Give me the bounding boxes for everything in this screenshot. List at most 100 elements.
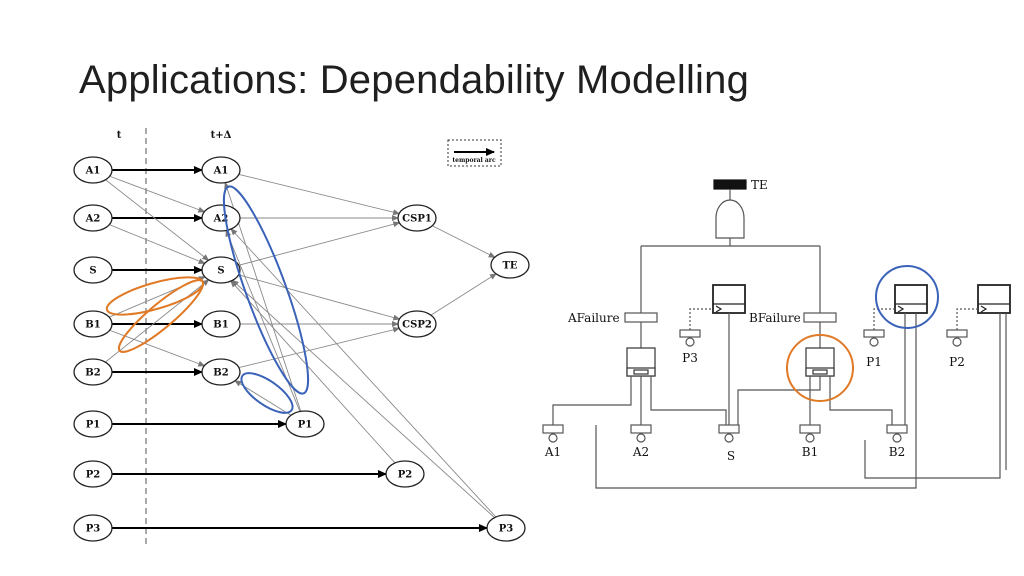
input-p1: P1 [863,329,885,369]
b-failure-label: BFailure [749,311,801,325]
input-p2: P2 [946,329,968,369]
orange-highlight-ellipse [117,279,205,353]
connector-line [595,313,917,489]
dynamic-fault-tree: TE AFailure BFailure [542,178,1011,489]
dependency-arc [432,225,496,258]
connector-line [829,376,893,425]
dependency-arc [109,175,206,213]
input-p2-label: P2 [949,355,965,369]
basic-event-a2-label: A2 [632,445,649,459]
node-t-a1-label: A1 [85,166,101,177]
dependency-arc [238,173,401,216]
dependency-arc [430,273,497,316]
node-csp2 [397,310,437,338]
dependency-arc [231,279,495,518]
basic-event-s-label: S [727,449,735,463]
and-gate [715,199,745,239]
node-t-p2-label: P2 [86,470,101,481]
fault-tree-top-event-label: TE [751,178,768,192]
fdep-gate-p3 [689,284,746,330]
node-csp1-label: CSP1 [402,214,432,225]
basic-event-a1: A1 [542,424,564,459]
node-t-a2-label: A2 [85,214,101,225]
dependency-arc [230,280,396,464]
dependency-arc [230,228,497,518]
node-t-delta-p1-label: P1 [298,420,312,431]
node-t-s [73,256,113,284]
legend-label: temporal arc [452,157,496,164]
node-t-delta-b2 [201,358,241,386]
node-t-delta-p3 [486,514,526,542]
time-label-t: t [117,130,122,141]
fdep-gate-p2 [956,284,1011,330]
node-t-delta-b2-label: B2 [213,368,228,379]
basic-event-a1-label: A1 [544,445,561,459]
time-label-t-delta: t+Δ [211,130,232,141]
basic-event-a2: A2 [630,424,652,459]
node-t-s-label: S [89,266,96,277]
node-t-delta-a1-label: A1 [213,166,229,177]
connector-line [864,313,1001,479]
input-p1-label: P1 [866,355,882,369]
spare-gate-b [805,347,835,377]
node-t-delta-a2 [201,204,241,232]
highlight-ellipses [105,185,310,414]
a-failure-event [624,312,658,323]
orange-highlight-ellipse [105,276,205,316]
node-t-b2-label: B2 [85,368,100,379]
node-t-a1 [73,156,113,184]
node-csp1 [397,204,437,232]
dependency-arc [109,224,206,264]
basic-event-s: S [718,424,740,463]
dependency-arc [238,326,401,369]
node-t-delta-a2-label: A2 [213,214,229,225]
node-t-p3 [73,514,113,542]
node-t-delta-b1 [201,310,241,338]
node-t-delta-p3-label: P3 [499,524,514,535]
blue-highlight-ellipse [240,372,294,414]
dependency-arc [238,274,401,321]
connector-line [650,376,727,425]
input-p3: P3 [679,329,701,365]
node-t-delta-a1 [201,156,241,184]
top-event-bar [713,179,747,190]
legend-temporal-arc: temporal arc [447,139,502,167]
node-t-b1-label: B1 [85,320,100,331]
node-t-delta-p1 [285,410,325,438]
blue-highlight-circle [875,265,939,329]
dbn-edges [105,166,497,532]
node-t-b2 [73,358,113,386]
input-p3-label: P3 [682,351,698,365]
node-t-delta-s [201,256,241,284]
orange-highlight-circle [786,334,854,402]
node-t-delta-s-label: S [217,266,224,277]
spare-gate-a [626,347,656,377]
dependency-arc [238,221,401,266]
node-t-p3-label: P3 [86,524,101,535]
fdep-gate-p1 [873,284,928,330]
a-failure-label: AFailure [567,311,620,325]
node-t-delta-p2-label: P2 [398,470,413,481]
connector-line [737,376,821,425]
node-t-p1-label: P1 [86,420,100,431]
connector-line [552,376,632,425]
basic-event-b1-label: B1 [802,445,818,459]
node-t-delta-p2 [385,460,425,488]
basic-event-b1: B1 [799,424,821,459]
basic-event-b2-label: B2 [889,445,905,459]
node-te-label: TE [502,261,517,272]
node-csp2-label: CSP2 [402,320,432,331]
node-te [490,251,530,279]
node-t-p2 [73,460,113,488]
slide-title: Applications: Dependability Modelling [79,58,750,102]
node-t-b1 [73,310,113,338]
dependency-arc [105,179,210,261]
basic-event-b2: B2 [886,424,908,459]
node-t-p1 [73,410,113,438]
node-t-delta-b1-label: B1 [213,320,228,331]
b-failure-event [803,312,837,323]
dependency-arc [105,279,210,363]
